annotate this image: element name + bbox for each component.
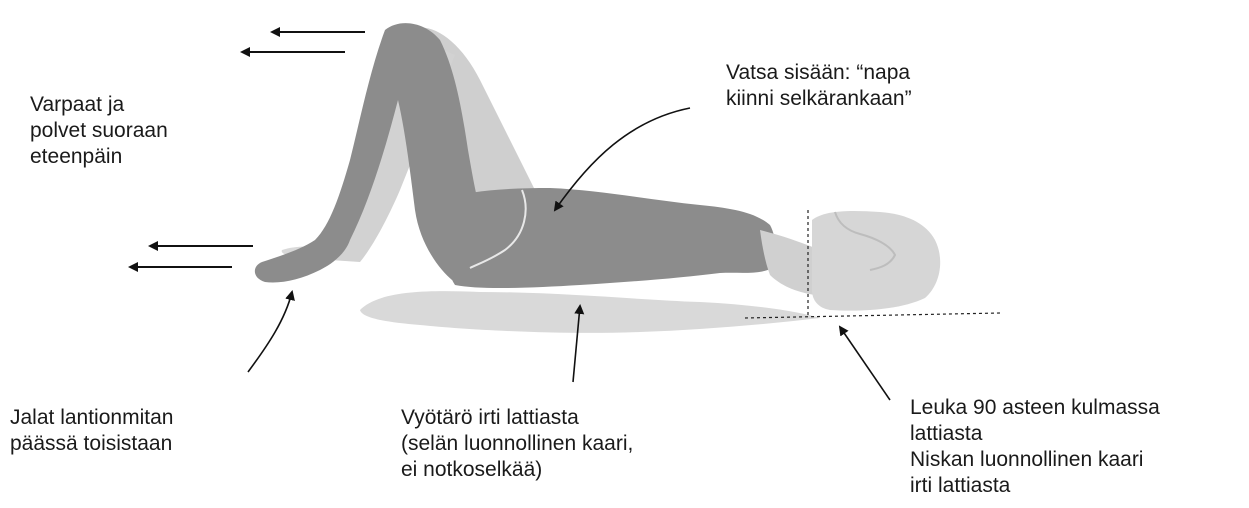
label-chin-neck: Leuka 90 asteen kulmassa lattiasta Niska… xyxy=(910,395,1160,499)
label-waist: Vyötärö irti lattiasta (selän luonnollin… xyxy=(401,405,633,483)
shoulder-shape xyxy=(760,230,815,295)
floor-shadow-shape xyxy=(360,291,820,333)
label-feet: Jalat lantionmitan päässä toisistaan xyxy=(10,405,173,457)
torso-shape xyxy=(440,188,775,288)
label-abdomen: Vatsa sisään: “napa kiinni selkärankaan” xyxy=(726,60,912,112)
chin-pointer-arrow xyxy=(840,327,890,400)
label-toes-knees: Varpaat ja polvet suoraan eteenpäin xyxy=(30,92,168,170)
head-shape xyxy=(812,211,940,311)
feet-pointer-arrow xyxy=(248,292,292,372)
